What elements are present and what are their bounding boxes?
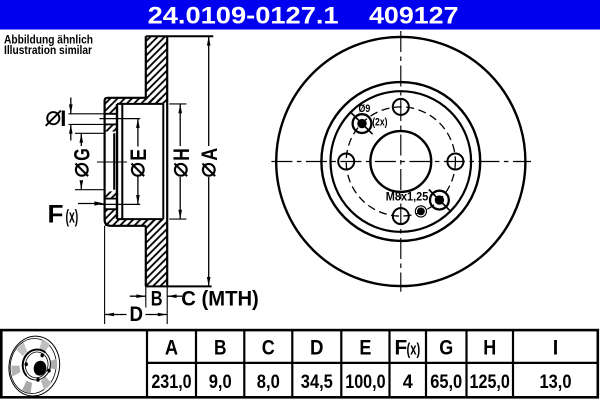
svg-text:D: D [130,303,144,326]
svg-text:A: A [197,148,222,161]
svg-text:409127: 409127 [369,2,459,29]
svg-text:Illustration similar: Illustration similar [4,43,92,57]
svg-text:E: E [359,337,371,360]
svg-text:I: I [60,106,66,131]
svg-text:(x): (x) [66,206,79,226]
svg-text:13,0: 13,0 [540,371,572,393]
svg-text:G: G [70,148,95,161]
svg-text:D: D [310,337,324,360]
svg-text:F: F [395,337,408,360]
svg-text:9,0: 9,0 [209,371,232,393]
svg-text:100,0: 100,0 [345,371,385,393]
svg-text:M8x1,25: M8x1,25 [386,190,429,204]
svg-text:C (MTH): C (MTH) [181,288,258,311]
svg-text:24.0109-0127.1: 24.0109-0127.1 [148,2,339,29]
svg-text:H: H [483,337,496,360]
svg-text:B: B [151,288,163,311]
svg-text:65,0: 65,0 [430,371,462,393]
svg-text:I: I [553,337,559,360]
svg-text:C: C [262,337,275,360]
svg-text:G: G [439,337,453,360]
svg-text:231,0: 231,0 [151,371,191,393]
svg-text:B: B [214,337,227,360]
svg-text:34,5: 34,5 [301,371,333,393]
svg-text:E: E [126,149,151,161]
svg-text:F: F [48,200,64,228]
svg-text:125,0: 125,0 [470,371,510,393]
svg-text:H: H [169,148,194,161]
svg-text:(2x): (2x) [372,116,388,128]
svg-text:(x): (x) [407,341,421,359]
svg-text:4: 4 [403,371,413,393]
svg-text:Abbildung ähnlich: Abbildung ähnlich [4,33,93,47]
svg-text:A: A [165,337,178,360]
svg-text:Ø9: Ø9 [359,103,371,115]
svg-text:8,0: 8,0 [257,371,280,393]
